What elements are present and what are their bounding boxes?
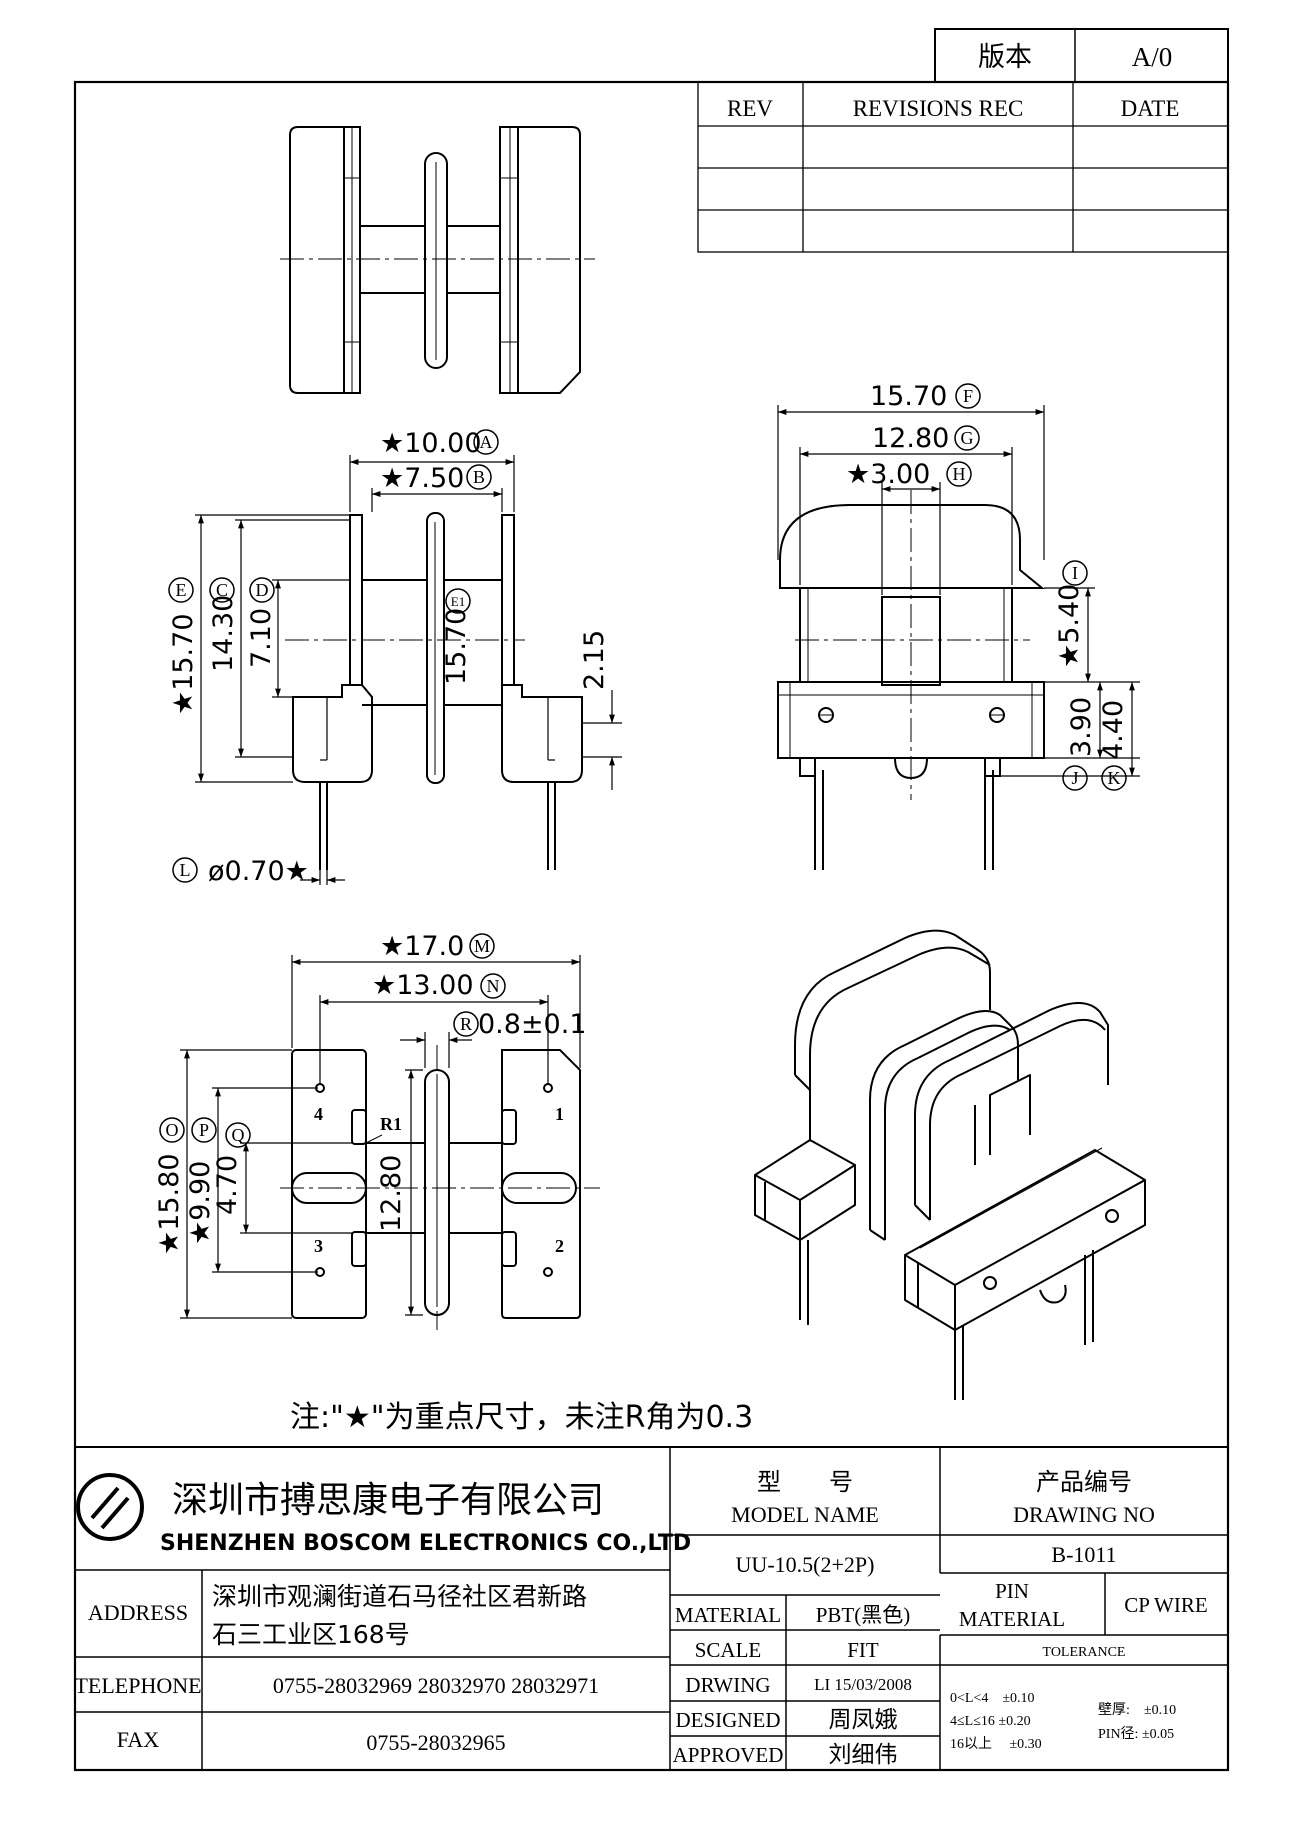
drawing-label-cn: 产品编号	[1036, 1468, 1132, 1496]
front-view	[285, 512, 583, 870]
pin-material-value: CP WIRE	[1124, 1593, 1207, 1617]
company-name-cn: 深圳市搏思康电子有限公司	[172, 1480, 604, 1521]
address-line-2: 石三工业区168号	[212, 1620, 410, 1649]
code-o: O	[166, 1120, 179, 1140]
wall-thickness-tolerance: 壁厚: ±0.10	[1098, 1702, 1176, 1718]
code-g: G	[961, 428, 974, 448]
dim-e-value: ★15.70	[168, 613, 199, 715]
model-label-en: MODEL NAME	[731, 1502, 879, 1527]
code-l: L	[180, 860, 191, 880]
scale-label: SCALE	[695, 1638, 762, 1662]
dim-m-value: ★17.0	[380, 931, 464, 962]
code-i: I	[1072, 563, 1078, 583]
drwing-label: DRWING	[685, 1673, 770, 1697]
rev-header: REV	[727, 96, 773, 121]
bottom-view	[280, 1045, 600, 1330]
dim-1280-value: 12.80	[376, 1155, 407, 1232]
pin-2-label: 2	[555, 1236, 564, 1256]
code-p: P	[199, 1120, 209, 1140]
drawing-label-en: DRAWING NO	[1013, 1502, 1155, 1527]
dim-e1-value: 15.70	[441, 608, 472, 685]
designed-label: DESIGNED	[676, 1708, 781, 1732]
code-h: H	[953, 464, 966, 484]
dim-390-value: 3.90	[1066, 697, 1097, 757]
code-m: M	[474, 936, 490, 956]
model-label-cn: 型 号	[757, 1468, 853, 1496]
top-view	[280, 126, 595, 394]
code-k: K	[1108, 768, 1121, 788]
dim-a-value: ★10.00	[380, 428, 482, 459]
code-f: F	[963, 386, 973, 406]
dim-d-value: 7.10	[246, 608, 277, 668]
version-label: 版本	[978, 42, 1032, 73]
material-value: PBT(黑色)	[816, 1603, 911, 1627]
front-view-dims	[195, 455, 622, 885]
tolerance-row-2: 4≤L≤16 ±0.20	[950, 1714, 1031, 1729]
approved-value: 刘细伟	[829, 1742, 898, 1768]
r1-leader	[365, 1134, 383, 1144]
tolerance-row-1: 0<L<4 ±0.10	[950, 1691, 1035, 1706]
telephone-label: TELEPHONE	[74, 1673, 201, 1698]
pin-material-label-2: MATERIAL	[959, 1607, 1065, 1631]
dim-p-value: ★9.90	[185, 1161, 216, 1245]
side-view	[777, 490, 1045, 870]
drwing-value: LI 15/03/2008	[814, 1675, 912, 1694]
revision-table	[697, 81, 1229, 253]
code-e1: E1	[451, 594, 465, 609]
code-circles	[159, 383, 1127, 1148]
pin-1-label: 1	[555, 1104, 564, 1124]
revisions-rec-header: REVISIONS REC	[853, 96, 1024, 121]
dim-f-value: 15.70	[870, 381, 947, 412]
pin-4-label: 4	[314, 1104, 323, 1124]
scale-value: FIT	[847, 1638, 879, 1662]
dim-h-value: ★3.00	[846, 459, 930, 490]
code-n: N	[487, 976, 500, 996]
code-d: D	[256, 580, 269, 600]
dim-440-value: 4.40	[1098, 700, 1129, 760]
dim-c-value: 14.30	[208, 595, 239, 672]
model-value: UU-10.5(2+2P)	[736, 1552, 875, 1577]
dim-r1-label: R1	[380, 1114, 402, 1134]
pin-material-label-1: PIN	[995, 1579, 1029, 1603]
fax-value: 0755-28032965	[366, 1730, 505, 1755]
tolerance-label: TOLERANCE	[1043, 1645, 1126, 1660]
date-header: DATE	[1121, 96, 1180, 121]
designed-value: 周凤娥	[829, 1707, 898, 1733]
approved-label: APPROVED	[673, 1743, 784, 1767]
telephone-value: 0755-28032969 28032970 28032971	[273, 1673, 599, 1698]
dim-215-value: 2.15	[579, 630, 610, 690]
dim-g-value: 12.80	[872, 423, 949, 454]
title-block	[75, 1446, 1228, 1770]
code-j: J	[1071, 768, 1078, 788]
tolerance-row-3: 16以上 ±0.30	[950, 1736, 1042, 1752]
fax-label: FAX	[117, 1727, 159, 1752]
pin-3-label: 3	[314, 1236, 323, 1256]
pin-diameter-tolerance: PIN径: ±0.05	[1098, 1726, 1174, 1742]
material-label: MATERIAL	[675, 1603, 781, 1627]
company-name-en: SHENZHEN BOSCOM ELECTRONICS CO.,LTD	[160, 1531, 691, 1556]
code-r: R	[460, 1014, 472, 1034]
dim-n-value: ★13.00	[372, 970, 474, 1001]
version-value: A/0	[1132, 42, 1173, 72]
drawing-value: B-1011	[1051, 1542, 1116, 1567]
dim-l-value: ø0.70★	[208, 856, 309, 887]
bottom-view-dims	[180, 955, 581, 1319]
dim-b-value: ★7.50	[380, 463, 464, 494]
key-dimension-note: 注:"★"为重点尺寸，未注R角为0.3	[290, 1400, 753, 1435]
code-c: C	[216, 580, 228, 600]
code-a: A	[480, 432, 493, 452]
address-line-1: 深圳市观澜街道石马径社区君新路	[212, 1582, 587, 1611]
dim-540-value: ★5.40	[1054, 584, 1085, 668]
dim-r-value: 0.8±0.1	[478, 1009, 587, 1040]
address-label: ADDRESS	[88, 1600, 188, 1625]
side-view-dims	[777, 405, 1140, 777]
dim-o-value: ★15.80	[154, 1153, 185, 1255]
company-logo-icon	[76, 1473, 144, 1541]
dim-q-value: 4.70	[212, 1155, 243, 1215]
isometric-view	[754, 929, 1146, 1400]
code-b: B	[473, 467, 485, 487]
code-q: Q	[232, 1125, 245, 1145]
code-e: E	[176, 580, 187, 600]
